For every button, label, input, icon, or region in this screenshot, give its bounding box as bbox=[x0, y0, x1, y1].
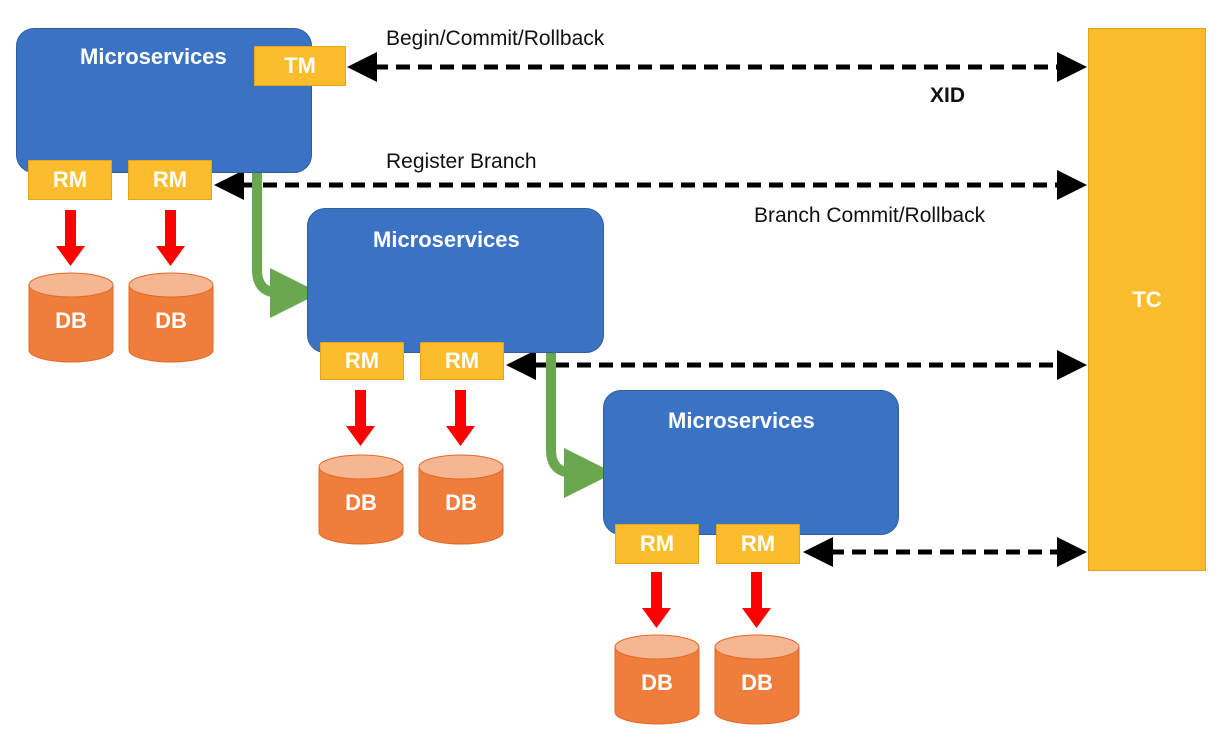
label-begin-commit-rollback: Begin/Commit/Rollback bbox=[386, 27, 605, 50]
rm-tag-ms1-2: RM bbox=[128, 160, 212, 200]
database-label: DB bbox=[345, 490, 377, 515]
database-label: DB bbox=[741, 670, 773, 695]
database-ms3-2: DB bbox=[714, 634, 800, 725]
microservice-title-3: Microservices bbox=[668, 408, 815, 433]
database-icon bbox=[128, 272, 214, 363]
red-arrow-ms3-rm2 bbox=[742, 572, 771, 628]
tc-box: TC bbox=[1088, 28, 1206, 571]
microservice-title-1: Microservices bbox=[80, 44, 227, 69]
rm-tag-ms2-2: RM bbox=[420, 342, 504, 380]
rm-tag-ms2-1: RM bbox=[320, 342, 404, 380]
database-ms1-1: DB bbox=[28, 272, 114, 363]
database-icon bbox=[28, 272, 114, 363]
microservice-box-2 bbox=[307, 208, 604, 353]
database-icon bbox=[418, 454, 504, 545]
database-label: DB bbox=[155, 308, 187, 333]
database-icon bbox=[318, 454, 404, 545]
database-icon bbox=[614, 634, 700, 725]
rm-tag-ms3-1: RM bbox=[615, 524, 699, 564]
red-arrow-ms3-rm1 bbox=[642, 572, 671, 628]
database-ms1-2: DB bbox=[128, 272, 214, 363]
database-label: DB bbox=[641, 670, 673, 695]
label-register-branch: Register Branch bbox=[386, 150, 537, 173]
microservice-title-2: Microservices bbox=[373, 227, 520, 252]
label-xid: XID bbox=[930, 84, 966, 107]
red-arrow-ms1-rm1 bbox=[56, 210, 85, 266]
database-ms2-2: DB bbox=[418, 454, 504, 545]
red-arrow-ms1-rm2 bbox=[156, 210, 185, 266]
label-branch-commit-rollback: Branch Commit/Rollback bbox=[754, 204, 986, 227]
rm-tag-ms3-2: RM bbox=[716, 524, 800, 564]
database-label: DB bbox=[445, 490, 477, 515]
database-ms3-1: DB bbox=[614, 634, 700, 725]
database-icon bbox=[714, 634, 800, 725]
call-arrow-ms1-to-ms2 bbox=[252, 160, 320, 318]
tm-tag: TM bbox=[254, 46, 346, 86]
database-label: DB bbox=[55, 308, 87, 333]
red-arrow-ms2-rm2 bbox=[446, 390, 475, 446]
call-arrow-ms2-to-ms3 bbox=[546, 342, 614, 498]
rm-tag-ms1-1: RM bbox=[28, 160, 112, 200]
rm-db-arrows bbox=[56, 210, 771, 628]
red-arrow-ms2-rm1 bbox=[346, 390, 375, 446]
database-ms2-1: DB bbox=[318, 454, 404, 545]
microservice-box-3 bbox=[603, 390, 899, 535]
